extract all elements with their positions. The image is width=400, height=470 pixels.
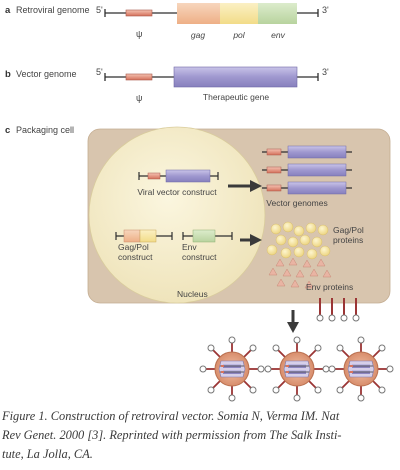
env-proteins-label: Env proteins [306, 282, 353, 292]
panel-b-psi-label: ψ [136, 93, 142, 103]
caption-line-2: Rev Genet. 2000 [3]. Reprinted with perm… [2, 428, 342, 442]
vector-genome-3 [262, 181, 352, 195]
caption-line-3: tute, La Jolla, CA. [2, 447, 93, 461]
release-arrow [287, 310, 299, 333]
retroviral-vector-diagram: a Retroviral genome 5' 3' ψ gag pol env … [5, 3, 394, 402]
panel-c-title: Packaging cell [16, 125, 74, 135]
env-protein-triangles [268, 257, 332, 289]
panel-a-gag-label: gag [191, 30, 205, 40]
viral-vector-construct [138, 169, 219, 183]
env-construct [182, 229, 233, 243]
panel-b-therapeutic-gene-label: Therapeutic gene [203, 92, 269, 102]
caption-line-1: Figure 1. Construction of retroviral vec… [2, 409, 340, 423]
figure-caption: Figure 1. Construction of retroviral vec… [2, 407, 398, 467]
arrow-to-proteins [240, 234, 262, 246]
env-construct-label-line2: construct [182, 252, 217, 262]
panel-a-gag-box [177, 3, 220, 24]
vector-genome-2 [262, 163, 352, 177]
env-construct-label-line1: Env [182, 242, 197, 252]
gag-pol-construct-label-line2: construct [118, 252, 153, 262]
panel-a-psi-region [125, 9, 153, 17]
panel-a-letter: a [5, 5, 11, 16]
virion-1 [199, 336, 265, 402]
panel-a-3prime-label: 3' [322, 5, 329, 15]
panel-b-psi-region [125, 73, 153, 81]
vector-genomes-label: Vector genomes [266, 198, 327, 208]
membrane-env-proteins [316, 298, 360, 322]
panel-a-psi-label: ψ [136, 29, 142, 39]
gag-pol-construct-label-line1: Gag/Pol [118, 242, 149, 252]
panel-a-env-label: env [271, 30, 285, 40]
panel-a-title: Retroviral genome [16, 5, 90, 15]
arrow-to-vector-genomes [228, 180, 262, 192]
panel-c-letter: c [5, 125, 10, 136]
nucleus [88, 126, 266, 304]
panel-b-therapeutic-gene-box [173, 66, 298, 88]
panel-a-env-box [258, 3, 297, 24]
panel-a-5prime-label: 5' [96, 5, 103, 15]
nucleus-label: Nucleus [177, 289, 208, 299]
panel-a-pol-box [220, 3, 258, 24]
panel-b-5prime-label: 5' [96, 67, 103, 77]
vector-genome-1 [262, 145, 352, 159]
panel-a-pol-label: pol [232, 30, 245, 40]
viral-vector-construct-label: Viral vector construct [137, 187, 217, 197]
virion-3 [328, 336, 394, 402]
gag-pol-proteins-label-line1: Gag/Pol [333, 225, 364, 235]
gag-pol-protein-dots [266, 221, 331, 260]
virion-2 [264, 336, 330, 402]
gag-pol-construct [115, 229, 173, 243]
gag-pol-proteins-label-line2: proteins [333, 235, 363, 245]
panel-b-letter: b [5, 69, 11, 80]
panel-b-title: Vector genome [16, 69, 77, 79]
panel-b-3prime-label: 3' [322, 67, 329, 77]
